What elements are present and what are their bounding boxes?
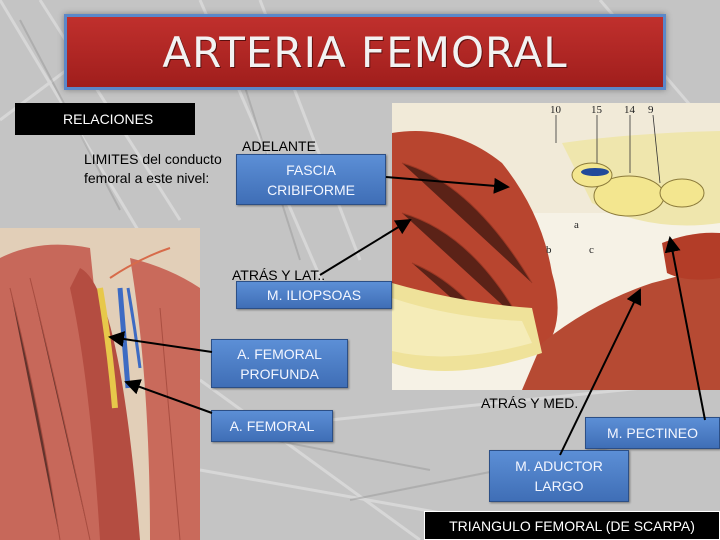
figure-letter-a: a [574, 219, 579, 231]
figure-letter-c: c [589, 244, 594, 256]
limites-text: LIMITES del conducto femoral a este nive… [84, 151, 222, 186]
femoral-profunda-box: A. FEMORAL PROFUNDA [211, 339, 348, 388]
cross-section-illustration: 10 15 14 9 a b c [392, 103, 720, 390]
triangulo-femoral-box: TRIANGULO FEMORAL (DE SCARPA) [424, 511, 720, 540]
page-title: ARTERIA FEMORAL [162, 27, 568, 77]
pectineo-box: M. PECTINEO [585, 417, 720, 449]
title-banner: ARTERIA FEMORAL [64, 14, 666, 90]
figure-number-2: 15 [591, 104, 603, 116]
relaciones-label: RELACIONES [15, 103, 195, 135]
atras-lat-label: ATRÁS Y LAT.: [232, 267, 326, 283]
figure-number-1: 10 [550, 104, 562, 116]
femoral-box: A. FEMORAL [211, 410, 333, 442]
thigh-dissection-illustration [0, 228, 200, 540]
aductor-largo-box: M. ADUCTOR LARGO [489, 450, 629, 502]
atras-med-label: ATRÁS Y MED. [481, 395, 579, 411]
iliopsoas-box: M. ILIOPSOAS [236, 281, 392, 309]
figure-number-3: 14 [624, 104, 636, 116]
figure-letter-b: b [546, 244, 552, 256]
fascia-cribiforme-box: FASCIA CRIBIFORME [236, 154, 386, 205]
adelante-label: ADELANTE [242, 138, 316, 154]
figure-number-4: 9 [648, 104, 654, 116]
